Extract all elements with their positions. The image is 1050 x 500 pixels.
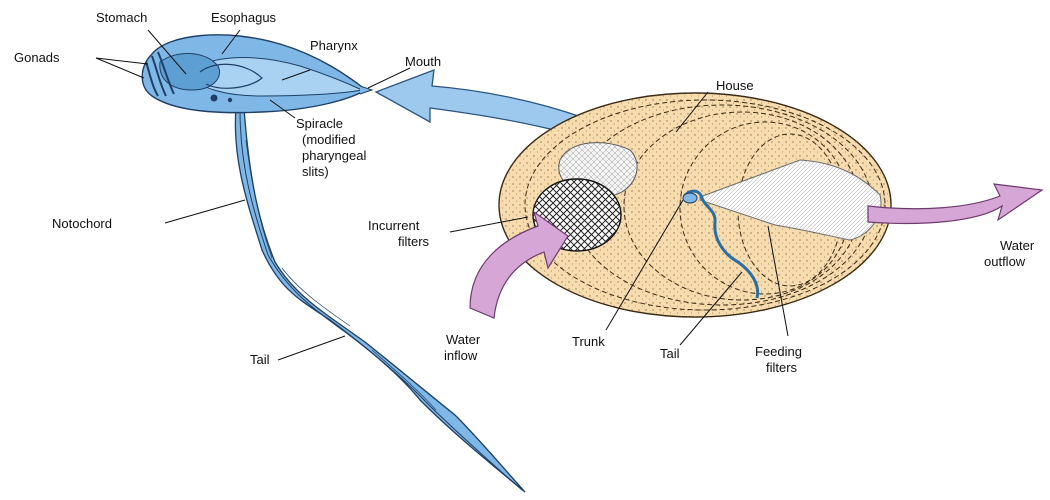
label-water-outflow: Water outflow bbox=[984, 238, 1038, 269]
label-mouth: Mouth bbox=[405, 54, 441, 69]
label-tail-left: Tail bbox=[250, 352, 270, 367]
label-incurrent-filters: Incurrent filters bbox=[368, 218, 430, 249]
label-spiracle: Spiracle (modified pharyngeal slits) bbox=[296, 116, 370, 179]
label-tail-right: Tail bbox=[660, 346, 680, 361]
label-feeding-filters: Feeding filters bbox=[755, 344, 806, 375]
label-esophagus: Esophagus bbox=[211, 10, 277, 25]
label-trunk: Trunk bbox=[572, 334, 605, 349]
water-outflow-arrow bbox=[868, 184, 1042, 223]
label-gonads: Gonads bbox=[14, 50, 60, 65]
label-notochord: Notochord bbox=[52, 216, 112, 231]
label-water-inflow: Water inflow bbox=[444, 332, 484, 363]
label-pharynx: Pharynx bbox=[310, 38, 358, 53]
tail-fin-stripe bbox=[246, 140, 436, 410]
larvacean-house bbox=[499, 93, 891, 317]
spiracle-opening bbox=[211, 95, 218, 102]
label-stomach: Stomach bbox=[96, 10, 147, 25]
label-house: House bbox=[716, 78, 754, 93]
